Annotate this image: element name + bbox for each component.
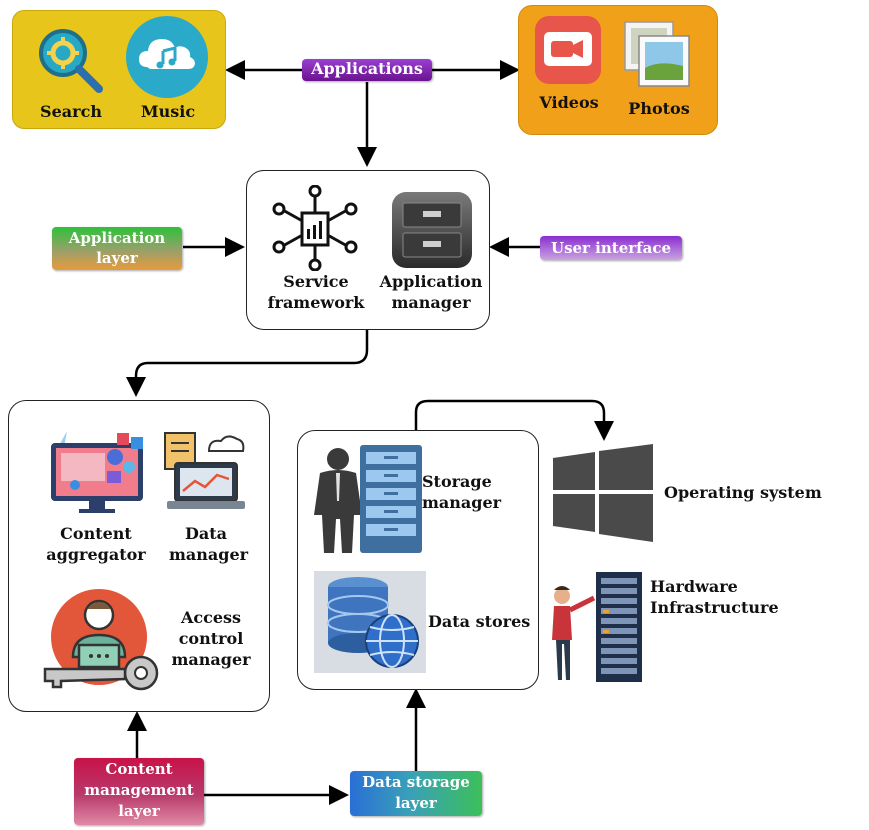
access-control-manager-label: Access control manager xyxy=(171,608,251,669)
database-globe-icon xyxy=(314,571,426,673)
file-cabinet-icon xyxy=(392,192,472,268)
access-control-key-icon xyxy=(43,589,159,691)
data-manager-label: Data manager xyxy=(169,524,249,564)
arrow-framework-to-content xyxy=(126,328,369,397)
user-interface-tag: User interface xyxy=(540,236,682,260)
music-cloud-icon xyxy=(126,16,208,98)
application-manager-label: Application manager xyxy=(379,272,483,312)
windows-logo-icon xyxy=(553,444,653,542)
photos-label: Photos xyxy=(628,99,690,118)
apps-left-box: Search Music xyxy=(12,10,226,129)
operating-system-label: Operating system xyxy=(664,483,822,502)
service-network-icon xyxy=(272,185,358,271)
data-storage-layer-tag: Data storage layer xyxy=(350,771,482,816)
apps-right-box: Videos Photos xyxy=(518,5,718,135)
hardware-infrastructure-label: Hardware Infrastructure xyxy=(650,577,779,617)
application-layer-tag: Application layer xyxy=(52,227,182,270)
service-framework-label: Service framework xyxy=(267,272,365,312)
content-management-layer-tag: Content management layer xyxy=(74,758,204,825)
content-aggregator-label: Content aggregator xyxy=(46,524,146,564)
video-icon xyxy=(535,16,601,84)
search-label: Search xyxy=(40,102,102,121)
hardware-rack-person-icon xyxy=(552,572,642,682)
search-icon xyxy=(39,29,103,93)
data-stores-label: Data stores xyxy=(428,612,531,631)
storage-server-person-icon xyxy=(314,445,422,553)
photos-icon xyxy=(624,21,690,87)
storage-manager-label: Storage manager xyxy=(422,472,502,512)
data-manager-icon xyxy=(164,432,245,509)
music-label: Music xyxy=(140,102,196,121)
content-panel: Content aggregator Data manager Access c… xyxy=(8,400,270,712)
storage-panel: Storage manager Data stores xyxy=(297,430,539,690)
framework-panel: Service framework Application manager xyxy=(246,170,490,330)
videos-label: Videos xyxy=(539,93,599,112)
content-aggregator-icon xyxy=(51,431,143,513)
applications-tag: Applications xyxy=(302,59,432,81)
